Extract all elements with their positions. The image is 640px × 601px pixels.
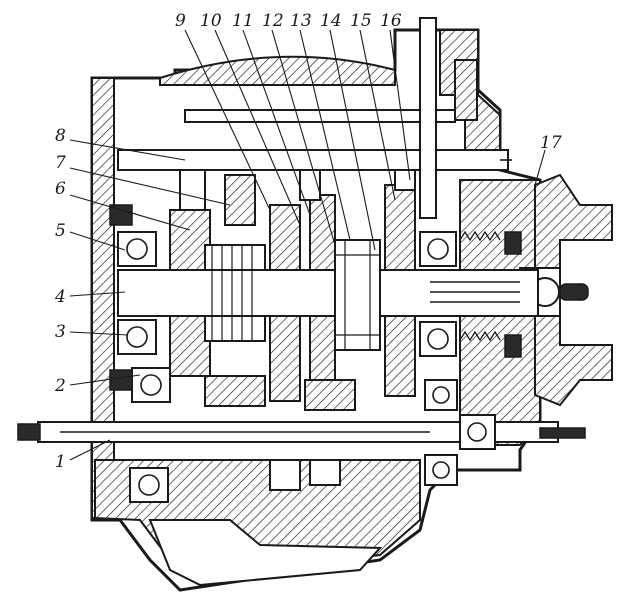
gear-set: [169, 169, 416, 491]
callout-3: 3: [55, 322, 66, 342]
callout-12: 12: [262, 11, 284, 31]
callout-6: 6: [55, 179, 66, 199]
countershaft: [117, 149, 512, 171]
shift-rod: [419, 17, 478, 219]
callout-1: 1: [55, 452, 66, 472]
leader-lines: [69, 29, 546, 461]
callout-8: 8: [55, 126, 66, 146]
bearings: [109, 204, 522, 503]
callout-16: 16: [380, 11, 402, 31]
main-shaft: [117, 269, 539, 317]
callout-2: 2: [54, 376, 66, 396]
callout-10: 10: [200, 11, 222, 31]
callout-13: 13: [290, 11, 312, 31]
callout-15: 15: [350, 11, 372, 31]
callout-7: 7: [55, 153, 66, 173]
callout-5: 5: [55, 221, 66, 241]
springs: [459, 230, 501, 342]
callout-17: 17: [540, 133, 562, 153]
callout-9: 9: [175, 11, 186, 31]
callout-labels: 1 2 3 4 5 6 7 8 9 10 11 12 13 14 15 16 1…: [54, 11, 562, 472]
callout-4: 4: [54, 287, 66, 307]
callout-14: 14: [320, 11, 342, 31]
lower-shaft: [17, 414, 586, 450]
callout-11: 11: [232, 11, 254, 31]
